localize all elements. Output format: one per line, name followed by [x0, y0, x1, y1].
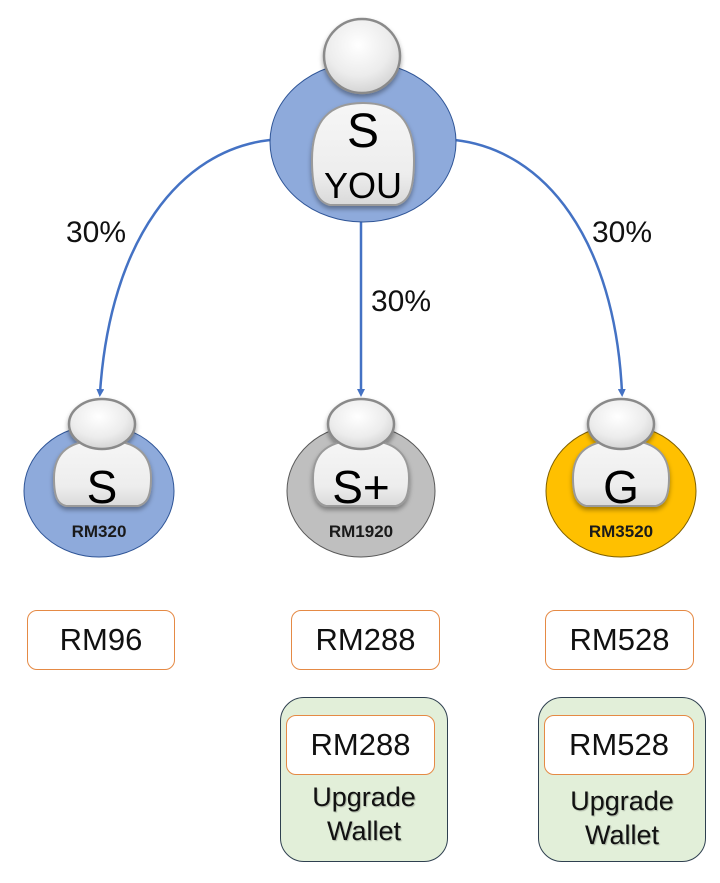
- child-letter-right: G: [603, 461, 639, 513]
- wallet-label-line2-middle: Wallet: [326, 816, 401, 846]
- child-letter-left: S: [86, 461, 118, 513]
- arrow-to-right: [454, 138, 626, 397]
- root-you-label: YOU: [323, 165, 402, 206]
- child-node-middle: [286, 397, 436, 558]
- edge-label-left: 30%: [66, 216, 127, 249]
- child-node-left: [23, 397, 175, 558]
- child-node-right: [545, 397, 697, 558]
- arrow-to-left: [96, 138, 271, 397]
- child-price-middle: RM1920: [328, 522, 394, 541]
- child-letter-middle: S+: [332, 461, 390, 513]
- user-avatar-icon: [310, 17, 416, 206]
- root-letter: S: [346, 105, 379, 158]
- wallet-amount-right: RM528: [544, 715, 694, 775]
- child-price-right: RM3520: [588, 522, 654, 541]
- wallet-amount-middle: RM288: [286, 715, 435, 775]
- upgrade-wallet-middle: RM288 Upgrade Wallet: [280, 697, 448, 862]
- upgrade-wallet-right: RM528 Upgrade Wallet: [538, 697, 706, 862]
- root-node: [269, 17, 457, 223]
- user-avatar-icon: [571, 397, 671, 507]
- commission-box-right: RM528: [545, 610, 694, 670]
- commission-box-left: RM96: [27, 610, 175, 670]
- wallet-label-line1-middle: Upgrade: [312, 782, 416, 812]
- edge-label-right: 30%: [592, 216, 653, 249]
- user-avatar-icon: [311, 397, 411, 507]
- user-avatar-icon: [52, 397, 153, 507]
- child-price-left: RM320: [71, 522, 127, 541]
- edge-label-middle: 30%: [371, 285, 432, 318]
- wallet-label-line1-right: Upgrade: [570, 786, 674, 816]
- wallet-label-line2-right: Wallet: [584, 820, 659, 850]
- commission-box-middle: RM288: [291, 610, 440, 670]
